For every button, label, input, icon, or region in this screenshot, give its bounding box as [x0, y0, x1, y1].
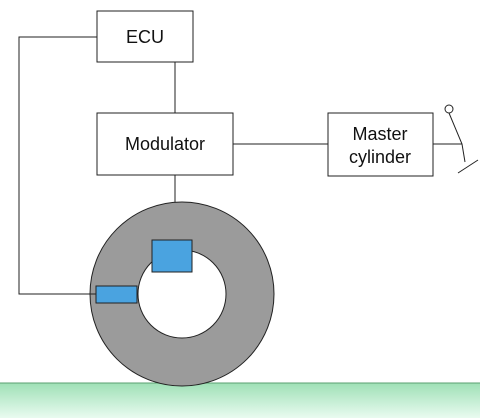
master-cylinder-box: Master cylinder — [327, 112, 434, 177]
master-cylinder-label-line2: cylinder — [349, 147, 411, 167]
master-cylinder-label-line1: Master — [352, 124, 407, 144]
pedal-pad — [457, 159, 479, 174]
modulator-box: Modulator — [96, 112, 234, 176]
wheel-sensor-top — [151, 239, 193, 273]
pedal-arm — [448, 112, 466, 163]
ecu-label: ECU — [126, 27, 164, 47]
ecu-box: ECU — [96, 10, 194, 63]
ground — [0, 383, 480, 418]
ecu-sensor-line — [18, 36, 97, 295]
brake-pedal — [444, 104, 479, 174]
connection-lines — [18, 36, 462, 295]
modulator-label: Modulator — [125, 134, 205, 154]
wheel-sensor-left — [95, 285, 138, 304]
pedal-pivot — [444, 104, 454, 114]
